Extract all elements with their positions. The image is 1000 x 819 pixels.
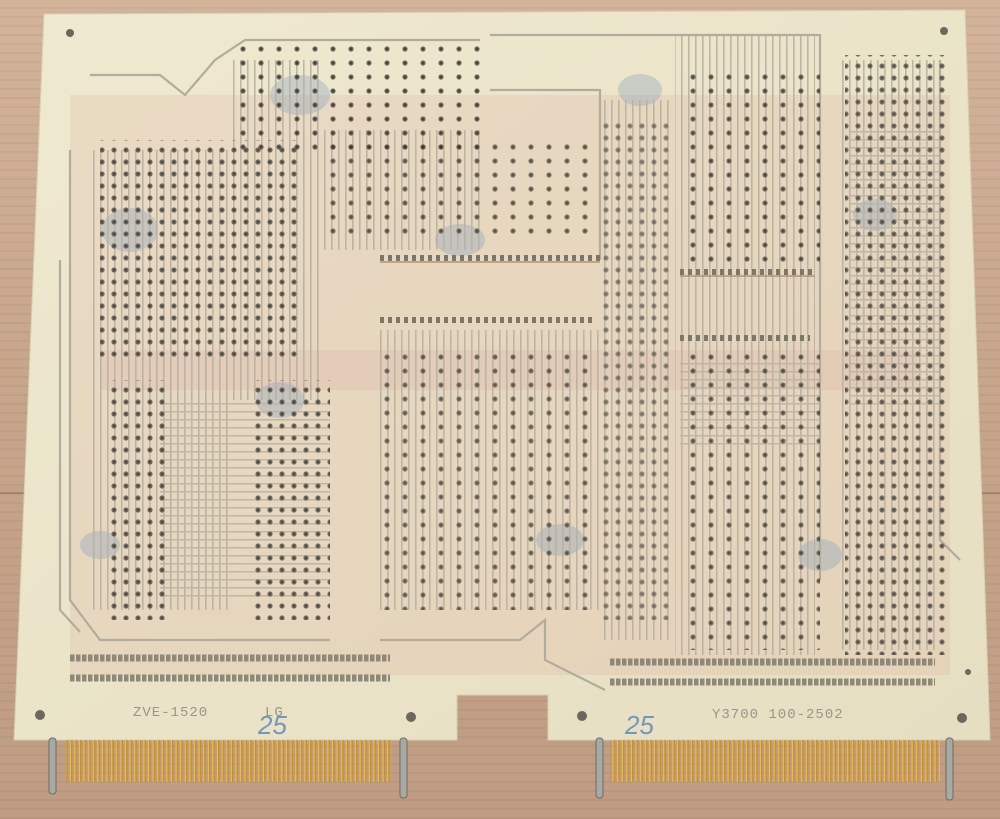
board-revision-label: LG (265, 705, 284, 721)
ink-stamp-left: 25 (258, 710, 287, 740)
ink-stamp-right: 25 (625, 710, 654, 740)
edge-connector-solder (70, 654, 935, 686)
soldered-header-rows (380, 255, 815, 341)
mounting-holes (35, 27, 971, 723)
board-part-number-left: ZVE-1520 (133, 705, 209, 721)
via-hole-grid (100, 40, 945, 655)
gold-connector-pins (66, 740, 940, 782)
guide-posts (48, 737, 954, 801)
board-part-number-right: Y3700 100-2502 (712, 707, 844, 723)
